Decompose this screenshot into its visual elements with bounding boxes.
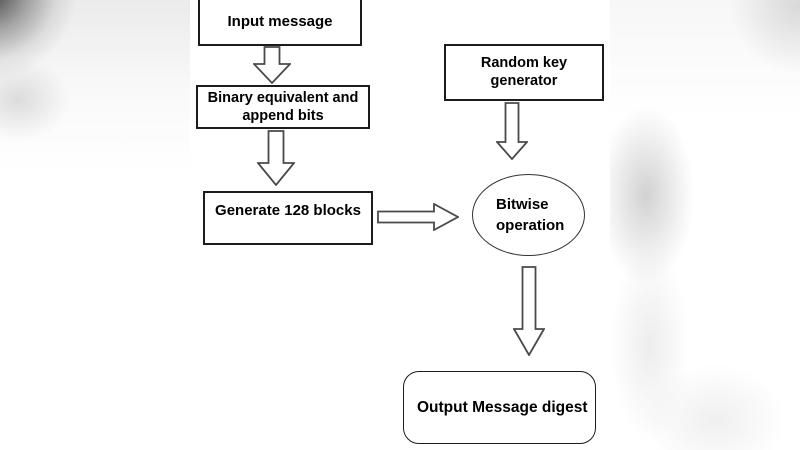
arrow-binary-to-generate-icon	[257, 130, 295, 186]
node-label: Output Message digest	[417, 398, 588, 416]
node-label: Random key generator	[480, 55, 568, 89]
arrow-input-to-binary-icon	[253, 46, 291, 84]
arrow-generate-to-bitwise-icon	[377, 203, 459, 231]
node-bitwise-operation: Bitwise operation	[472, 174, 585, 256]
node-label-line1: Binary equivalent and	[207, 90, 359, 106]
node-label-line2: operation	[496, 217, 565, 234]
node-label-line1: Bitwise	[496, 196, 549, 213]
blurred-backdrop-right	[610, 0, 800, 450]
node-input-message: Input message	[198, 0, 362, 46]
arrow-bitwise-to-output-icon	[513, 266, 545, 356]
node-random-key-generator: Random key generator	[444, 44, 604, 101]
blurred-backdrop-left	[0, 0, 190, 450]
node-output-message-digest: Output Message digest	[403, 371, 596, 444]
node-label-line2: append bits	[242, 108, 324, 124]
node-label: Generate 128 blocks	[215, 202, 361, 219]
arrow-random-to-bitwise-icon	[496, 102, 528, 160]
node-generate-blocks: Generate 128 blocks	[203, 191, 373, 245]
node-label: Input message	[227, 13, 333, 30]
node-binary-equivalent: Binary equivalent and append bits	[196, 85, 370, 129]
